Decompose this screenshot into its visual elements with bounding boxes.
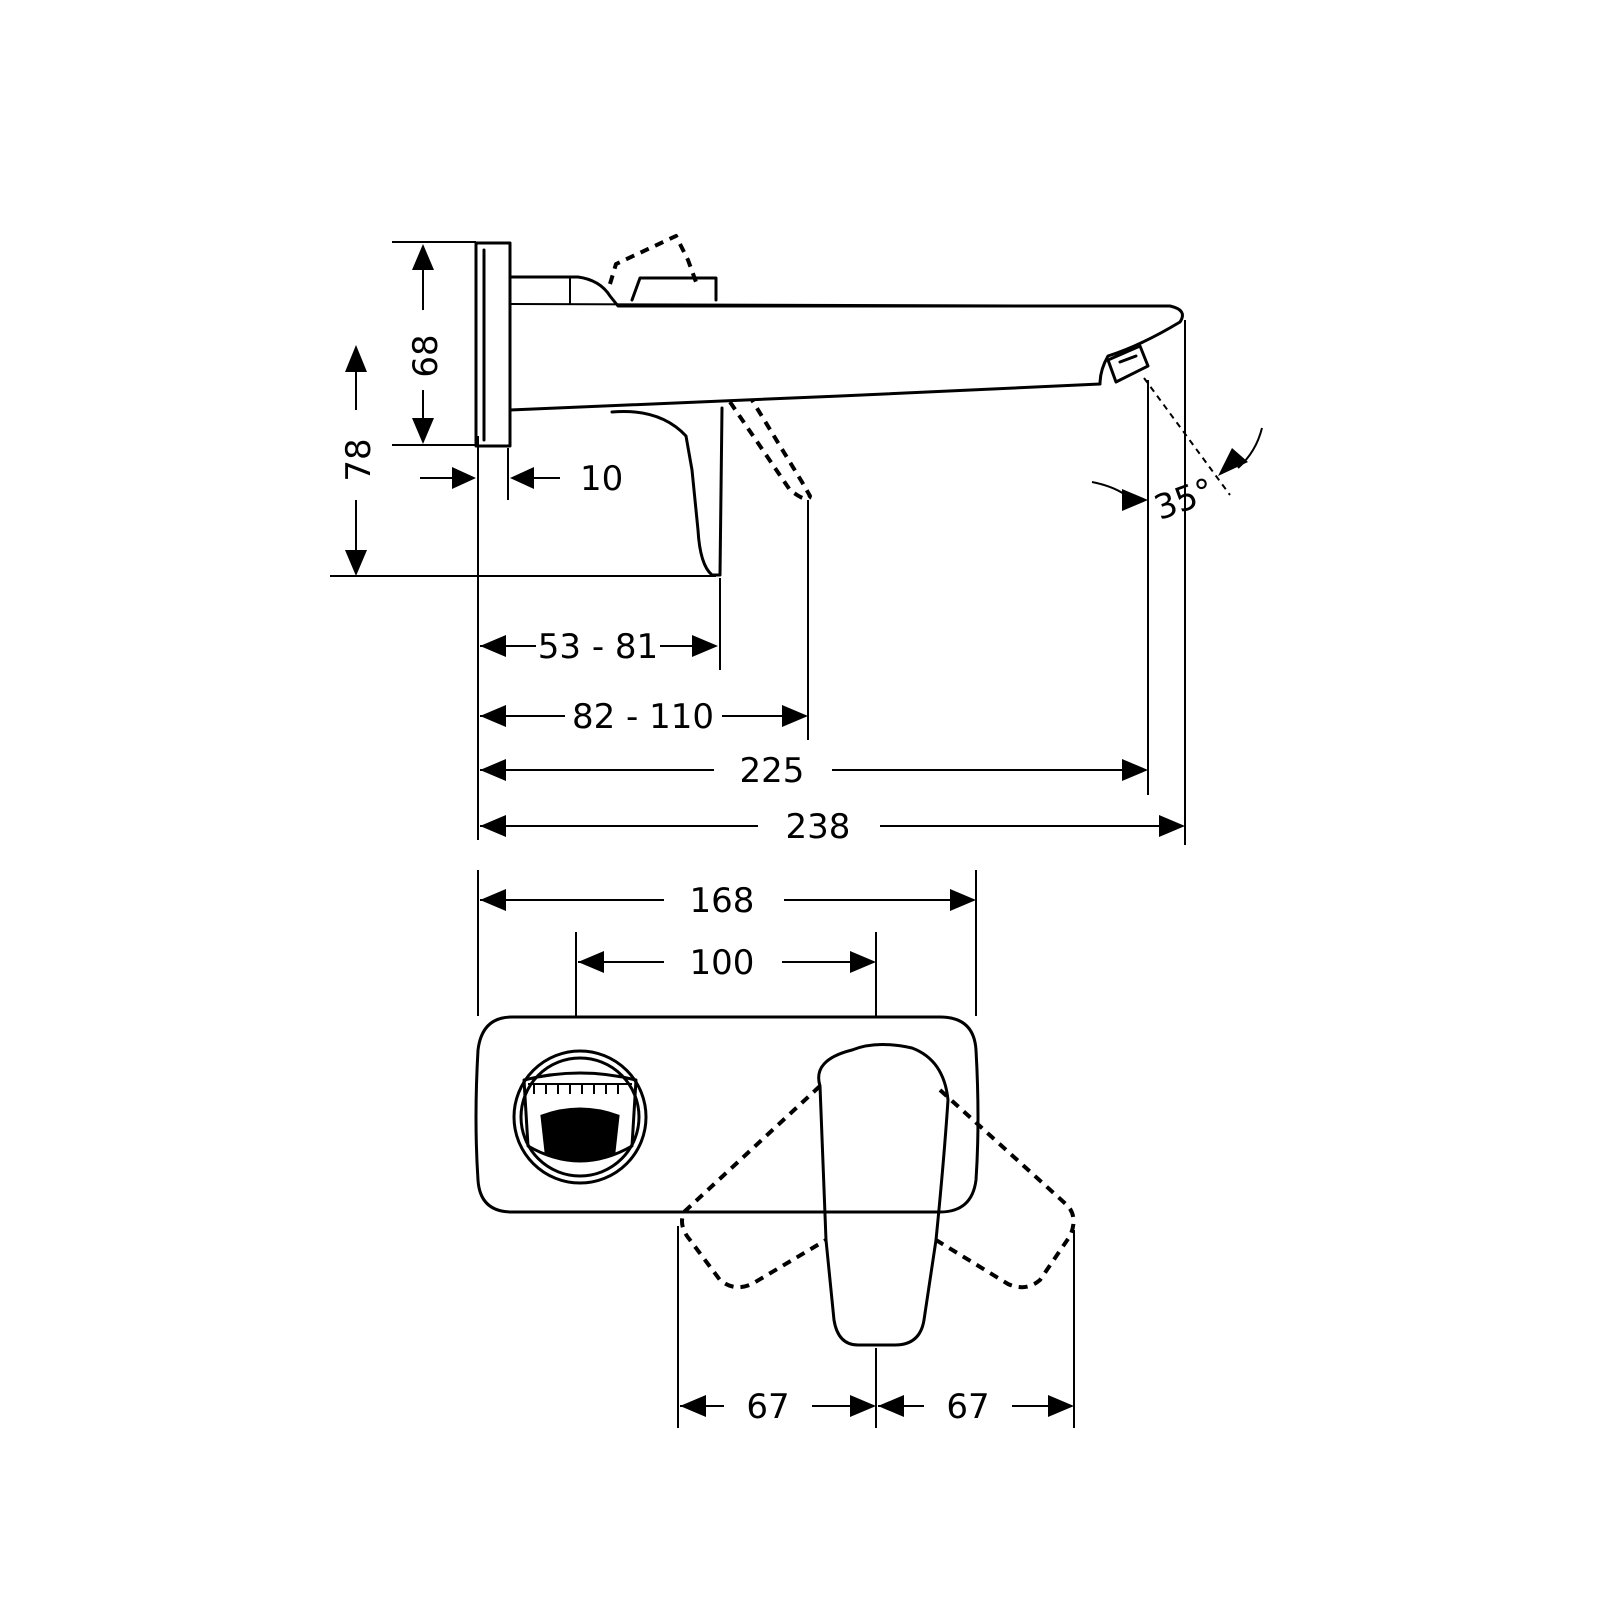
backplate-side bbox=[474, 241, 512, 448]
spout-top-line bbox=[509, 278, 1171, 307]
dim-67-left-label: 67 bbox=[746, 1387, 789, 1427]
dim-168: 168 bbox=[480, 881, 976, 921]
dim-100: 100 bbox=[578, 943, 876, 983]
dim-168-label: 168 bbox=[690, 881, 755, 921]
dim-10: 10 bbox=[420, 459, 623, 499]
lever-front bbox=[817, 1043, 950, 1347]
lower-body bbox=[610, 406, 724, 577]
extension-lines bbox=[330, 241, 1231, 845]
lever-top-solid bbox=[630, 276, 718, 302]
lever-top-dashed bbox=[608, 234, 698, 285]
cartridge-stem bbox=[540, 1107, 620, 1161]
dim-225: 225 bbox=[480, 751, 1148, 791]
front-view bbox=[474, 1015, 1076, 1347]
dim-68: 68 bbox=[406, 244, 446, 444]
dim-82-110: 82 - 110 bbox=[480, 697, 808, 737]
dim-67-right-label: 67 bbox=[946, 1387, 989, 1427]
spout-body bbox=[508, 275, 1184, 412]
dim-53-81: 53 - 81 bbox=[480, 627, 718, 667]
dim-10-label: 10 bbox=[580, 459, 623, 499]
side-view bbox=[474, 234, 1184, 577]
dim-67-right: 67 bbox=[878, 1387, 1074, 1427]
dim-238: 238 bbox=[480, 807, 1185, 847]
dim-225-label: 225 bbox=[740, 751, 805, 791]
spray-axis bbox=[1143, 377, 1231, 496]
dim-82-110-label: 82 - 110 bbox=[572, 697, 714, 737]
lever-swing-left bbox=[680, 1084, 828, 1290]
dim-angle-label: 35° bbox=[1149, 471, 1219, 529]
dim-67-left: 67 bbox=[680, 1387, 876, 1427]
cartridge-knob bbox=[512, 1049, 648, 1185]
front-extension-lines bbox=[477, 870, 1075, 1428]
aerator-outlet bbox=[1106, 344, 1150, 384]
dim-78: 78 bbox=[339, 345, 379, 576]
dim-78-label: 78 bbox=[339, 438, 379, 481]
dim-68-label: 68 bbox=[406, 334, 446, 377]
dim-238-label: 238 bbox=[786, 807, 851, 847]
lever-lower-dashed bbox=[728, 398, 812, 501]
dim-100-label: 100 bbox=[690, 943, 755, 983]
dim-53-81-label: 53 - 81 bbox=[538, 627, 658, 667]
lever-swing-right bbox=[934, 1088, 1076, 1290]
dim-angle-35: 35° bbox=[1091, 427, 1263, 529]
